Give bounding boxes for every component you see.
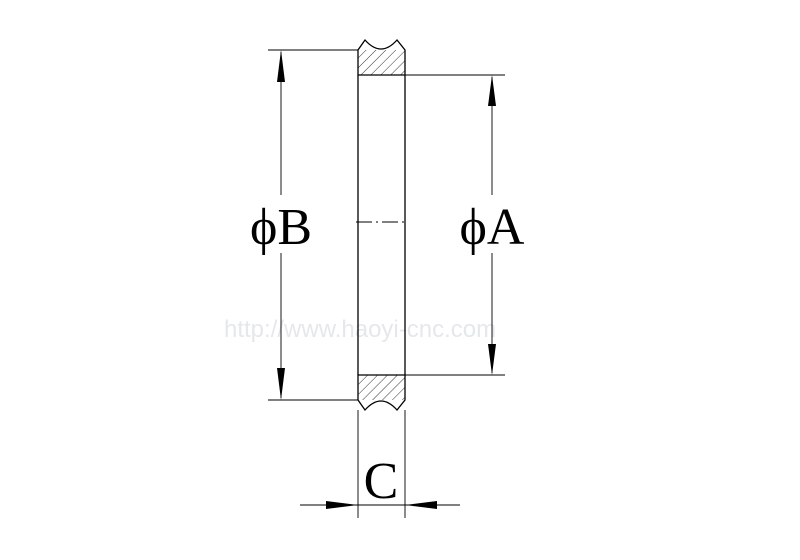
top-groove-profile <box>357 38 406 76</box>
a-arrow-bottom <box>488 344 496 375</box>
b-arrow-top <box>277 50 285 82</box>
dimension-b: ϕB <box>240 49 358 401</box>
dimension-a: ϕA <box>405 74 534 376</box>
width-c-label: C <box>364 453 399 510</box>
diameter-b-label: ϕB <box>250 199 312 256</box>
watermark-text: http://www.haoyi-cnc.com <box>224 316 496 343</box>
top-hatch-section <box>358 50 405 75</box>
wheel-section <box>356 38 407 412</box>
bottom-hatch-section <box>358 375 405 400</box>
c-arrow-right <box>405 501 437 509</box>
diameter-a-label: ϕA <box>460 199 525 256</box>
dimension-c: C <box>300 410 460 518</box>
b-arrow-bottom <box>277 368 285 400</box>
a-arrow-top <box>488 75 496 106</box>
c-arrow-left <box>326 501 358 509</box>
bottom-groove-profile <box>357 374 406 412</box>
